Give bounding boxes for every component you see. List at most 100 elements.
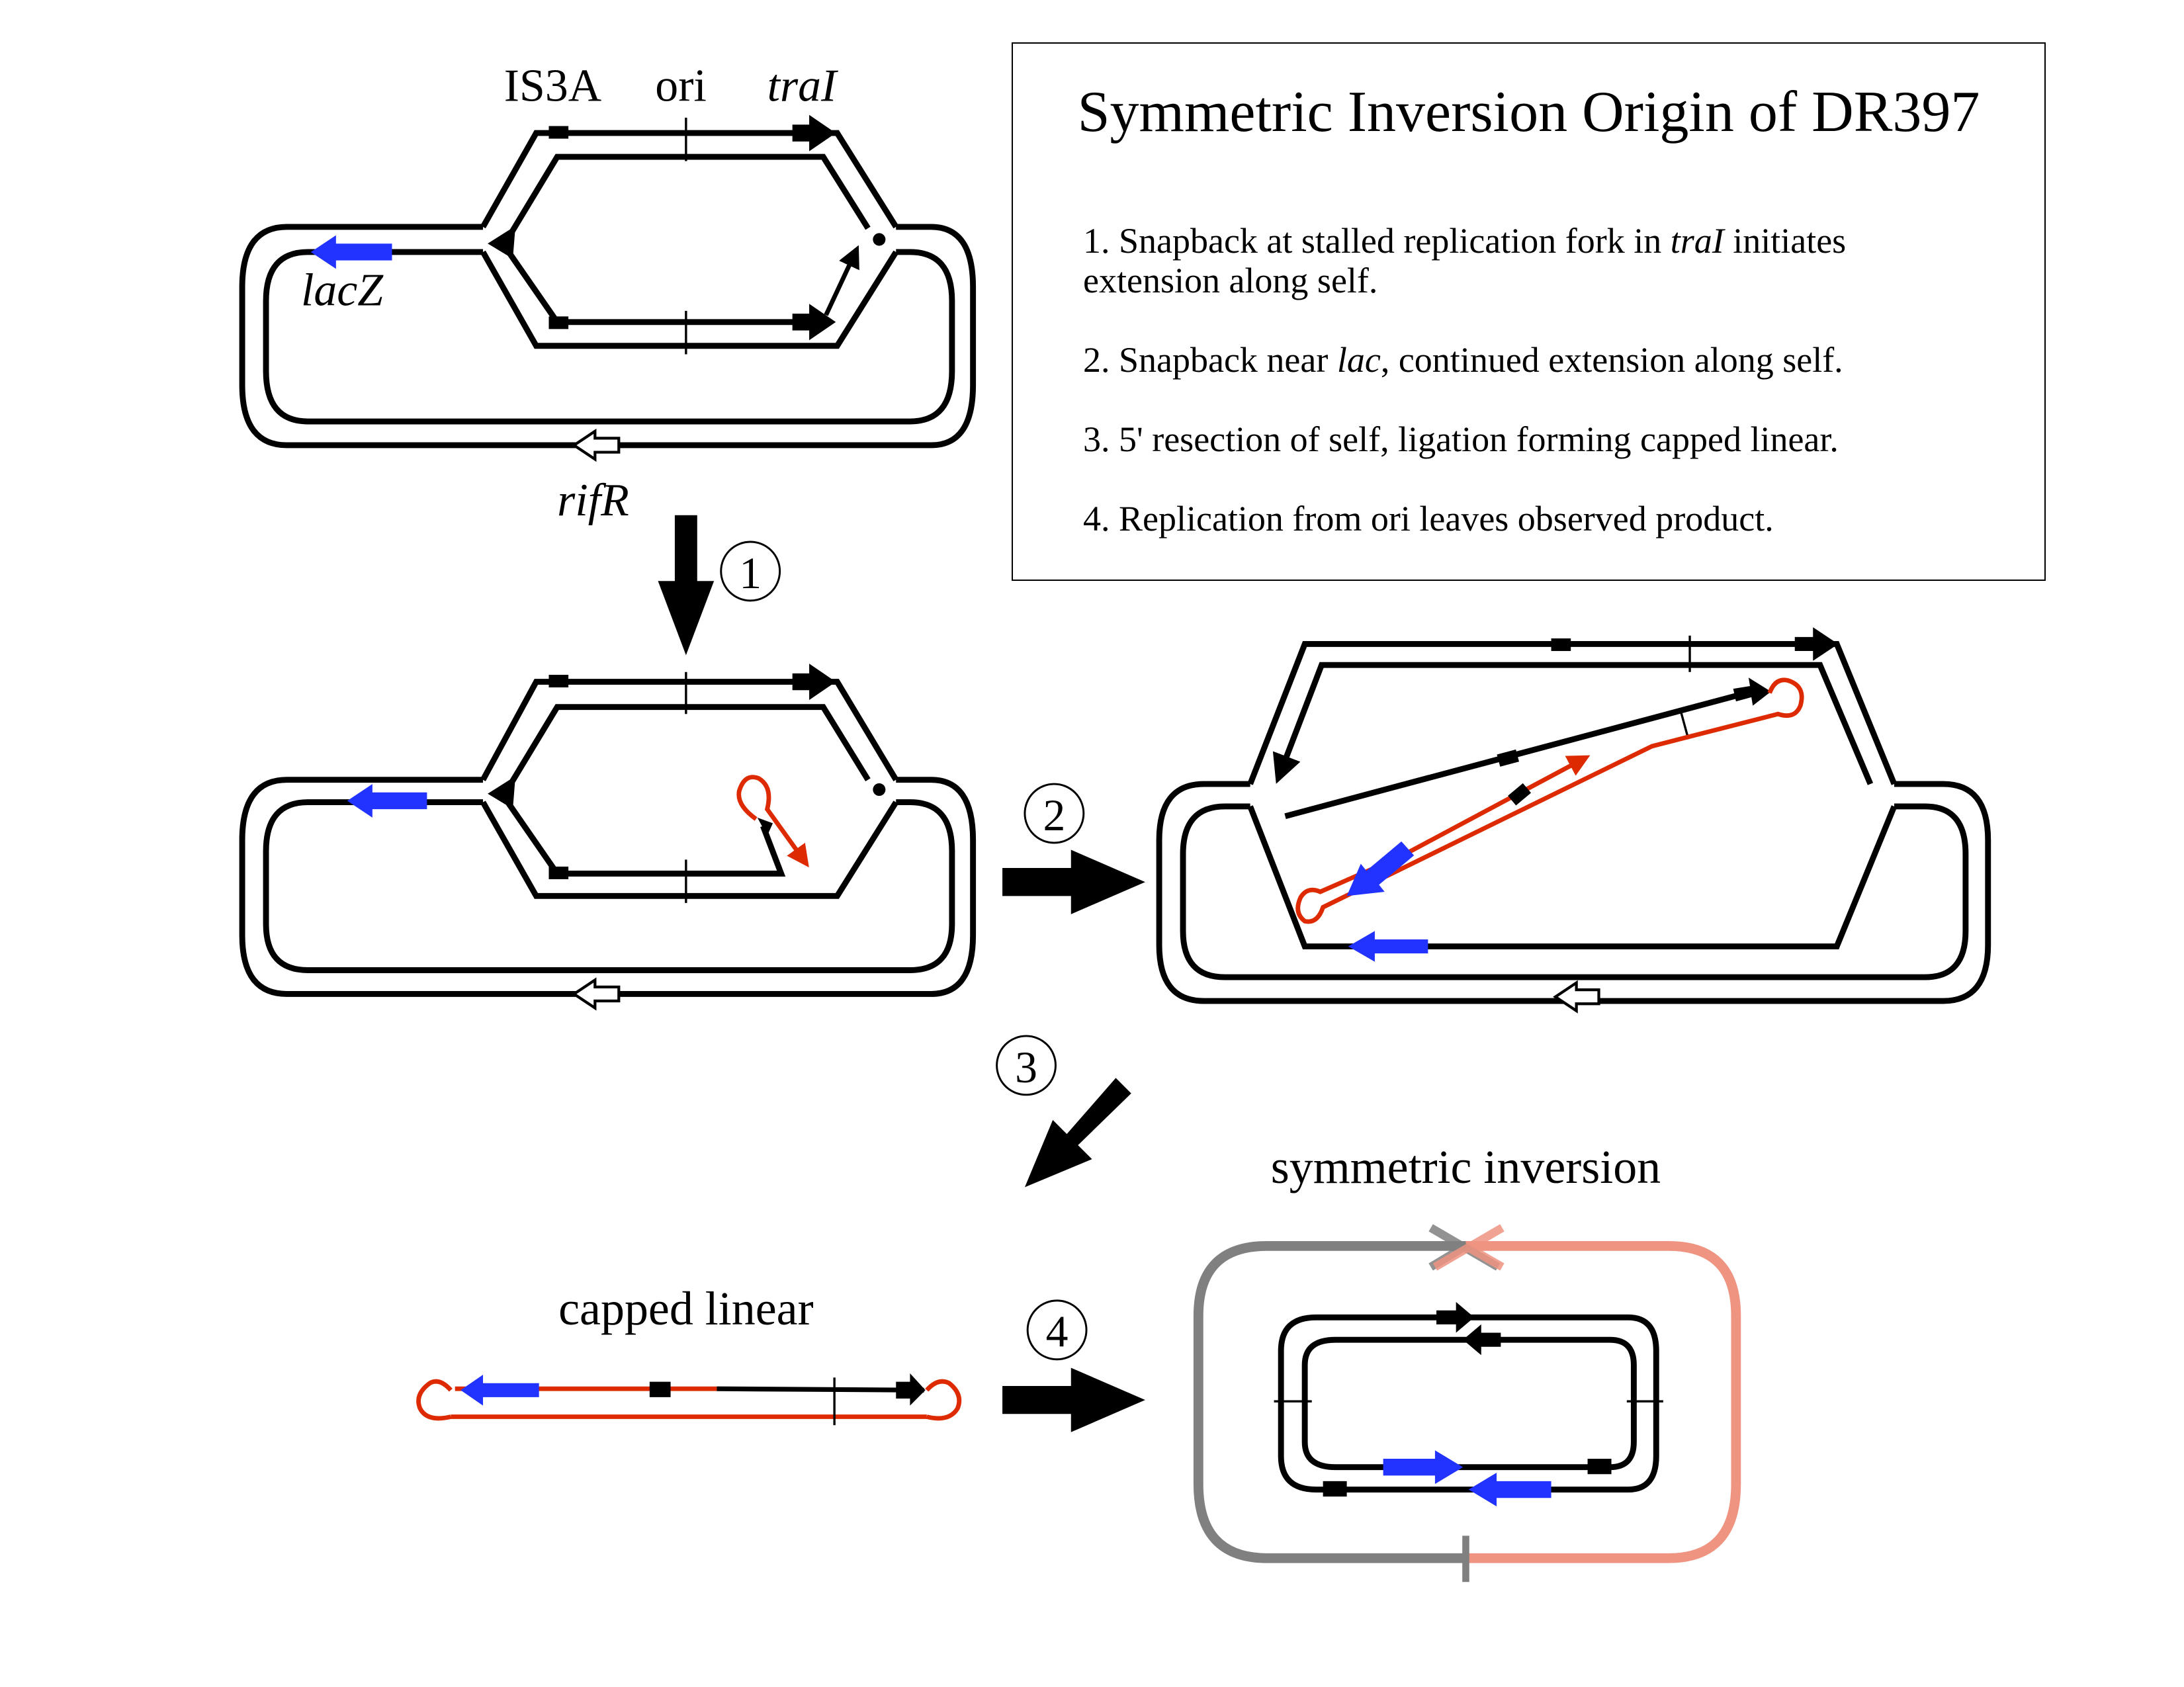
step-1-label: 1 — [739, 548, 762, 598]
stall-point — [873, 233, 886, 246]
step-item-1: 1. Snapback at stalled replication fork … — [1083, 221, 1846, 300]
step-4-label: 4 — [1046, 1307, 1069, 1357]
extension-arrowhead — [757, 817, 773, 836]
lacz-arrow-outer — [1468, 1473, 1551, 1506]
product-outer-strand — [1278, 1314, 1659, 1492]
salmon-cross — [1432, 1224, 1505, 1271]
step-2-circle — [1024, 783, 1085, 844]
extension-arrowhead — [1733, 677, 1771, 706]
rifr-arrow — [1553, 980, 1600, 1014]
trai-arrow-top — [1436, 1301, 1475, 1333]
is3a-marker — [548, 675, 569, 688]
fork-extension-arrow — [824, 245, 859, 316]
grey-half-loop — [1193, 1240, 1466, 1563]
lacz-arrow-inner — [1383, 1450, 1463, 1485]
lacz-arrow — [1348, 931, 1428, 962]
bubble-bottom-outer — [480, 800, 899, 899]
is3a-marker — [1551, 638, 1571, 652]
bubble-bottom-inner — [504, 799, 786, 877]
is3a-marker — [649, 1381, 671, 1397]
trai-arrow — [896, 1373, 926, 1406]
step-gene-name: traI — [1670, 221, 1724, 261]
step-text: Snapback at stalled replication fork in — [1119, 221, 1671, 261]
bubble-top-inner — [488, 153, 871, 259]
right-arrow-icon — [1002, 849, 1145, 914]
ori-tick-diag — [1679, 708, 1690, 740]
lacz-arrow-diag — [1346, 841, 1415, 896]
trai-arrow — [792, 664, 836, 701]
rifr-arrow — [571, 977, 621, 1011]
symmetric-inversion: symmetric inversion — [1193, 1141, 1741, 1582]
is3a-marker — [548, 126, 569, 139]
trai-arrow — [792, 114, 836, 151]
inner-strand — [1180, 803, 1969, 980]
trai-arrow-lower — [792, 304, 836, 341]
is3a-marker-inner — [1587, 1458, 1612, 1475]
label-is3a: IS3A — [504, 60, 601, 111]
lacz-arrow — [347, 784, 427, 818]
bottom-strand — [1247, 805, 1898, 949]
label-trai: traI — [767, 60, 838, 111]
stall-point — [873, 783, 886, 797]
step-4-circle — [1026, 1299, 1088, 1361]
initial-plasmid: IS3A ori traI lacZ rifR — [239, 60, 977, 526]
step-text: Replication from ori leaves observed pro… — [1119, 499, 1774, 539]
step-3-arrow: 3 — [996, 1035, 1131, 1188]
step-list: 1. Snapback at stalled replication fork … — [1083, 221, 1846, 539]
figure-title: Symmetric Inversion Origin of DR397 — [1077, 80, 1980, 144]
step-text: Snapback near — [1119, 340, 1337, 380]
right-hairpin-cap — [925, 1379, 962, 1421]
diagonal-arrow-icon — [1024, 1078, 1131, 1188]
step-1-arrow: 1 — [658, 515, 781, 656]
description-box: Symmetric Inversion Origin of DR397 1. S… — [1012, 42, 2046, 581]
step-text-line2: extension along self. — [1083, 261, 1378, 300]
left-hairpin-cap — [416, 1379, 453, 1421]
label-lacz: lacZ — [301, 265, 384, 316]
step-2-arrow: 2 — [1002, 783, 1145, 914]
down-arrow-icon — [658, 515, 715, 656]
step-item-4: 4. Replication from ori leaves observed … — [1083, 499, 1846, 539]
black-upper-strand — [717, 1386, 924, 1393]
is3a-marker-outer — [1323, 1481, 1347, 1497]
bubble-bottom-inner — [504, 247, 812, 325]
red-strand — [1295, 677, 1804, 924]
label-rifr: rifR — [557, 475, 629, 526]
step-item-2: 2. Snapback near lac, continued extensio… — [1083, 340, 1846, 380]
label-capped-linear: capped linear — [558, 1282, 813, 1335]
is3a-marker-lower — [548, 316, 569, 329]
step-3-label: 3 — [1015, 1043, 1037, 1092]
step-3-circle — [996, 1035, 1057, 1096]
step-number: 4. — [1083, 499, 1110, 539]
is3a-marker-diag — [1497, 749, 1520, 767]
lacz-arrow — [310, 235, 392, 269]
step-number: 1. — [1083, 221, 1110, 261]
top-inner-strand — [1272, 662, 1874, 785]
bubble-top-inner — [488, 704, 871, 809]
product-inner-strand — [1301, 1336, 1637, 1471]
right-arrow-icon — [1002, 1367, 1145, 1432]
lacz-arrow — [460, 1375, 539, 1406]
red-snapback-hairpin — [736, 775, 809, 868]
salmon-half-loop — [1465, 1240, 1741, 1563]
step-gene-name: lac — [1336, 340, 1381, 380]
label-ori: ori — [655, 60, 707, 111]
step-text: 5' resection of self, ligation forming c… — [1119, 419, 1839, 459]
snapback-1-plasmid — [239, 664, 977, 1011]
snapback-2-plasmid — [1156, 627, 1991, 1014]
outer-strand — [239, 777, 977, 997]
label-symmetric-inversion: symmetric inversion — [1271, 1141, 1661, 1193]
step-number: 2. — [1083, 340, 1110, 380]
is3a-marker-red — [1508, 783, 1532, 806]
step-number: 3. — [1083, 419, 1110, 459]
step-4-arrow: 4 — [1002, 1299, 1145, 1432]
step-1-circle — [720, 541, 781, 602]
trai-arrow — [1794, 627, 1839, 661]
step-text-end: initiates — [1724, 221, 1847, 261]
rifr-arrow — [571, 428, 621, 462]
capped-linear: capped linear — [416, 1282, 962, 1426]
red-extension-arrow — [1399, 755, 1591, 859]
trai-arrow-top-inner — [1463, 1324, 1501, 1356]
step-item-3: 3. 5' resection of self, ligation formin… — [1083, 419, 1846, 459]
inner-strand — [263, 799, 955, 973]
